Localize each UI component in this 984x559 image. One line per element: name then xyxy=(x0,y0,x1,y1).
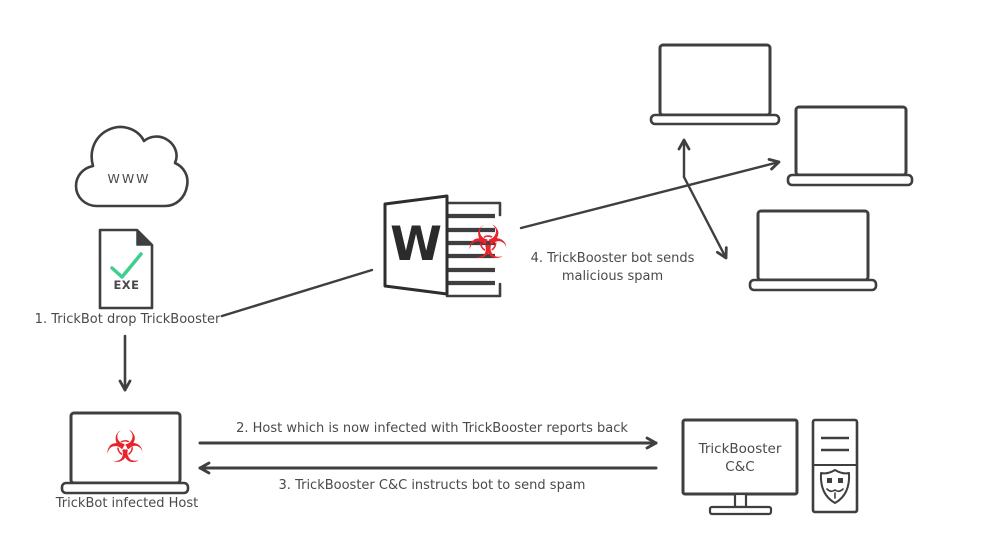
checkmark-icon xyxy=(110,252,143,279)
step3-label: 3. TrickBooster C&C instructs bot to sen… xyxy=(278,478,586,493)
exe-document-icon xyxy=(98,228,154,310)
cloud-icon xyxy=(74,125,189,208)
exe-file-label: EXE xyxy=(113,278,140,292)
step4-label: 4. TrickBooster bot sends malicious spam xyxy=(525,250,700,285)
word-text-lines xyxy=(446,213,495,286)
infected-host-label: TrickBot infected Host xyxy=(55,496,199,511)
victim-laptop-1 xyxy=(649,43,781,126)
cnc-monitor-icon xyxy=(681,418,799,516)
word-logo-letter: W xyxy=(390,217,442,272)
server-tower-icon xyxy=(811,418,859,514)
word-w-panel xyxy=(383,194,449,296)
step2-label: 2. Host which is now infected with Trick… xyxy=(236,421,628,436)
victim-laptop-2 xyxy=(786,105,914,187)
infected-host-laptop-icon xyxy=(60,411,190,495)
folded-corner xyxy=(136,229,153,246)
step4-line1: 4. TrickBooster bot sends xyxy=(530,251,695,266)
hacker-mask-shield-icon xyxy=(819,469,851,504)
arrow-spam-down xyxy=(682,175,728,260)
word-document-icon xyxy=(383,194,502,298)
cloud-label: WWW xyxy=(107,171,151,186)
victim-laptop-3 xyxy=(748,209,878,292)
spam-arrows xyxy=(519,138,781,260)
biohazard-icon-word: ☣ xyxy=(467,215,509,269)
step1-label: 1. TrickBot drop TrickBooster xyxy=(34,312,221,327)
cnc-server-label: TrickBooster C&C xyxy=(698,441,782,476)
biohazard-icon-host: ☣ xyxy=(105,422,145,473)
step4-line2: malicious spam xyxy=(561,268,664,284)
line-step1-to-word xyxy=(220,268,374,318)
arrow-spam-right xyxy=(519,157,781,230)
